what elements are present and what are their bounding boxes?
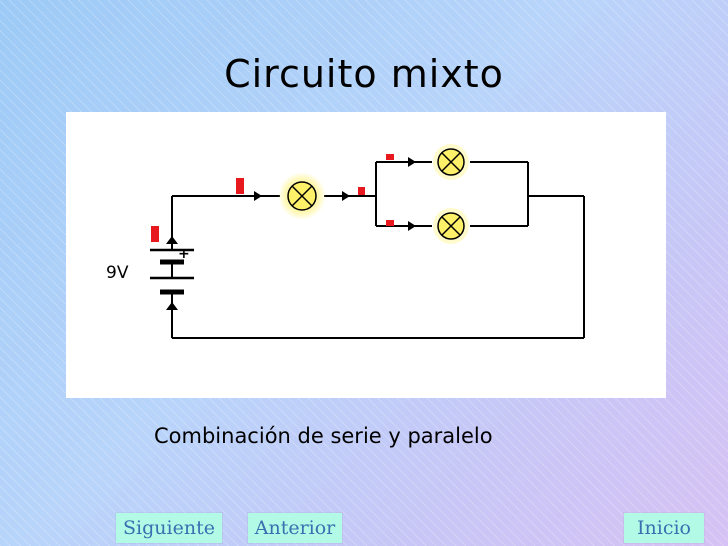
- arrow-right-icon: [408, 221, 416, 231]
- circuit-diagram-panel: + 9V: [66, 112, 666, 398]
- home-button[interactable]: Inicio: [624, 513, 704, 543]
- slide-title: Circuito mixto: [224, 52, 504, 96]
- circuit-diagram: + 9V: [106, 144, 585, 339]
- current-marker-junction: [358, 187, 365, 195]
- current-marker-main: [236, 178, 244, 194]
- arrow-up-icon: [166, 302, 178, 310]
- current-markers: [151, 154, 394, 242]
- slide-subtitle: Combinación de serie y paralelo: [154, 424, 493, 448]
- lamp-parallel-lower: [433, 208, 469, 244]
- battery-symbol: [150, 244, 194, 298]
- lamp-series: [278, 172, 326, 220]
- arrow-right-icon: [254, 191, 262, 201]
- previous-button[interactable]: Anterior: [248, 513, 342, 543]
- arrow-up-icon: [166, 236, 178, 244]
- arrow-right-icon: [408, 157, 416, 167]
- arrow-right-icon: [342, 191, 350, 201]
- current-marker-upper: [386, 154, 394, 160]
- battery-plus-sign: +: [178, 246, 190, 262]
- battery-voltage-label: 9V: [106, 263, 129, 283]
- current-arrows: [166, 157, 416, 310]
- lamp-parallel-upper: [433, 144, 469, 180]
- current-marker-battery: [151, 226, 159, 242]
- current-marker-lower: [386, 220, 394, 226]
- circuit-wires: [171, 161, 585, 339]
- next-button[interactable]: Siguiente: [116, 513, 222, 543]
